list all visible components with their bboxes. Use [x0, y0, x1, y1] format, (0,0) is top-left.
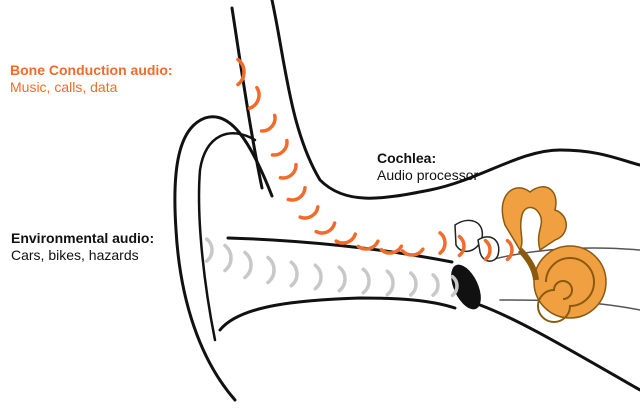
wave-arc	[223, 243, 233, 273]
semicircular-canals	[501, 186, 567, 252]
wave-arc	[313, 263, 323, 291]
wave-arc	[314, 221, 337, 235]
cochlea-title: Cochlea:	[377, 150, 437, 166]
environmental-title: Environmental audio:	[11, 230, 155, 246]
wave-arc	[361, 267, 371, 295]
eardrum	[451, 264, 481, 310]
wave-arc	[337, 265, 347, 293]
wave-arc	[505, 238, 514, 262]
wave-arc	[243, 250, 253, 280]
head-outline-front	[270, 0, 640, 200]
wave-arc	[431, 273, 440, 297]
bone-conduction-waves	[236, 57, 514, 262]
environmental-label: Environmental audio: Cars, bikes, hazard…	[11, 230, 154, 264]
wave-arc	[450, 274, 459, 298]
wave-arc	[278, 162, 298, 180]
bone-conduction-label: Bone Conduction audio: Music, calls, dat…	[10, 62, 173, 96]
wave-arc	[334, 232, 358, 245]
wave-arc	[236, 57, 246, 87]
bone-conduction-title: Bone Conduction audio:	[10, 62, 173, 78]
wave-arc	[356, 239, 380, 251]
helix-outline	[173, 115, 274, 402]
canal-bottom	[218, 296, 457, 332]
lower-outline	[478, 303, 640, 392]
wave-arc	[270, 138, 289, 157]
wave-arc	[457, 234, 466, 258]
bone-conduction-subtitle: Music, calls, data	[10, 79, 118, 95]
ear-outline	[173, 0, 640, 402]
cochlea-label: Cochlea: Audio processor	[377, 150, 478, 184]
head-outline-back	[230, 6, 264, 190]
wave-arc	[438, 231, 447, 255]
wave-arc	[266, 255, 276, 285]
environmental-subtitle: Cars, bikes, hazards	[11, 247, 139, 263]
antihelix	[197, 132, 257, 342]
wave-arc	[286, 186, 307, 202]
cochlea-spiral	[533, 245, 607, 319]
environmental-waves	[204, 237, 459, 298]
wave-arc	[483, 238, 492, 262]
wave-arc	[408, 271, 418, 297]
wave-arc	[289, 260, 299, 288]
cochlea-subtitle: Audio processor	[377, 167, 479, 183]
wave-arc	[247, 85, 261, 111]
wave-arc	[259, 113, 277, 133]
wave-arc	[298, 205, 320, 220]
wave-arc	[379, 244, 404, 255]
canal-top	[226, 236, 454, 264]
cochlea	[501, 186, 607, 323]
wave-arc	[204, 237, 214, 263]
wave-arc	[385, 269, 395, 297]
wave-arc	[400, 247, 425, 257]
